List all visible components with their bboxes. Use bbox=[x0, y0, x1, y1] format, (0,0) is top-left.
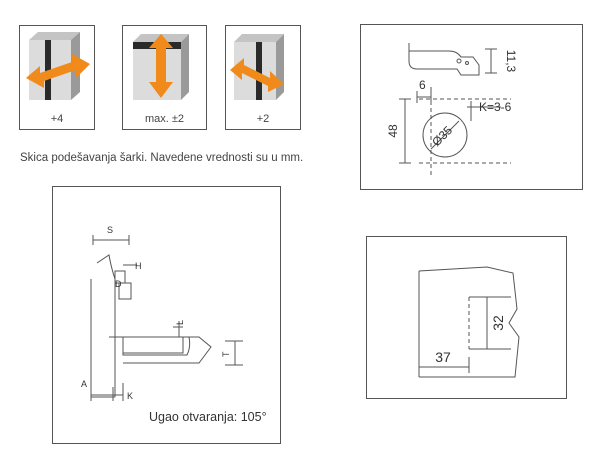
dim-48: 48 bbox=[386, 124, 400, 138]
label-s: S bbox=[107, 225, 113, 235]
label-t: T bbox=[221, 351, 231, 357]
section-drawing: S H D L T A K Ugao otvaranja: 105° bbox=[52, 186, 281, 444]
height-adjust-label: max. ±2 bbox=[144, 113, 185, 125]
label-d: D bbox=[115, 279, 122, 289]
adjustment-caption: Skica podešavanja šarki. Navedene vredno… bbox=[20, 152, 304, 164]
side-adjust-label: +2 bbox=[256, 113, 270, 125]
plate-svg: 32 37 bbox=[418, 266, 520, 378]
depth-adjust-label: +4 bbox=[50, 113, 64, 125]
opening-angle-label: Ugao otvaranja: 105° bbox=[149, 410, 267, 424]
dim-k: K=3-6 bbox=[479, 100, 512, 114]
dim-6: 6 bbox=[419, 78, 426, 92]
section-svg: S H D L T A K Ugao otvaranja: 105° bbox=[81, 225, 267, 424]
dim-diameter: Ø35 bbox=[429, 123, 455, 149]
adjustment-panel-height: max. ±2 bbox=[122, 25, 207, 130]
adjustment-panel-depth: +4 bbox=[19, 25, 95, 130]
label-k: K bbox=[127, 391, 133, 401]
dim-11-3: 11,3 bbox=[504, 50, 518, 73]
cup-drilling-drawing: 11,3 6 K=3-6 Ø35 48 bbox=[360, 24, 583, 190]
dim-37: 37 bbox=[435, 349, 451, 365]
label-l: L bbox=[175, 320, 185, 325]
label-h: H bbox=[135, 261, 142, 271]
depth-adjust-icon bbox=[26, 32, 90, 100]
side-adjust-icon bbox=[230, 34, 284, 100]
dim-32: 32 bbox=[490, 315, 506, 331]
plate-drawing: 32 37 bbox=[366, 236, 567, 399]
adjustment-panel-side: +2 bbox=[225, 25, 301, 130]
label-a: A bbox=[81, 379, 87, 389]
cup-drilling-svg: 11,3 6 K=3-6 Ø35 48 bbox=[386, 43, 518, 175]
height-adjust-icon bbox=[133, 34, 189, 100]
